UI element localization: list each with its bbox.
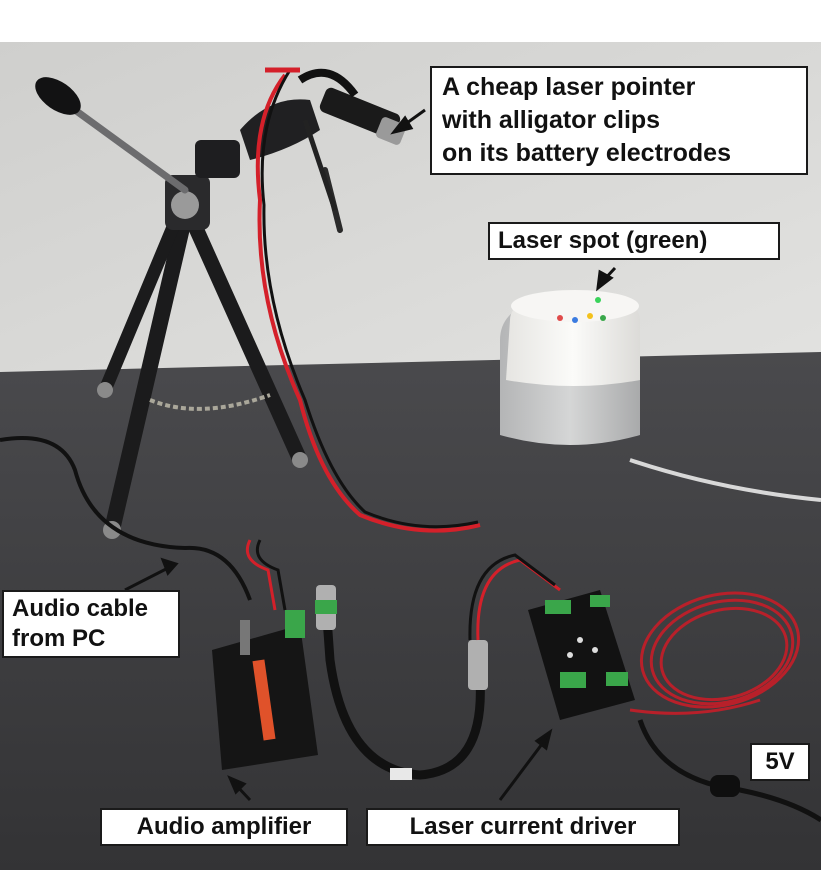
label-laser-driver-text: Laser current driver (409, 813, 637, 840)
label-laser-driver: Laser current driver (366, 808, 680, 846)
label-laser-pointer: A cheap laser pointer with alligator cli… (430, 66, 808, 175)
label-audio-cable: Audio cable from PC (2, 590, 180, 658)
label-laser-pointer-line-2: with alligator clips (442, 106, 661, 134)
label-audio-amplifier-text: Audio amplifier (136, 813, 312, 840)
label-laser-pointer-line-3: on its battery electrodes (442, 139, 731, 167)
callout-arrows (124, 108, 617, 802)
smart-speaker (500, 290, 821, 502)
label-audio-cable-line-1: Audio cable (12, 595, 149, 622)
top-white-border (0, 0, 821, 42)
label-audio-amplifier: Audio amplifier (100, 808, 348, 846)
label-audio-cable-line-2: from PC (12, 625, 106, 652)
label-5v: 5V (750, 743, 810, 781)
label-laser-spot-text: Laser spot (green) (498, 227, 708, 254)
coiled-cable (629, 591, 801, 715)
laser-pointer (297, 68, 406, 233)
label-5v-text: 5V (765, 748, 795, 775)
audio-amplifier-device (212, 610, 318, 770)
audio-cable (0, 436, 252, 601)
label-laser-pointer-line-1: A cheap laser pointer (442, 73, 696, 101)
label-laser-spot: Laser spot (green) (488, 222, 780, 260)
table-surface (0, 352, 821, 870)
laser-driver-board (528, 590, 635, 720)
laser-wire (255, 73, 481, 533)
